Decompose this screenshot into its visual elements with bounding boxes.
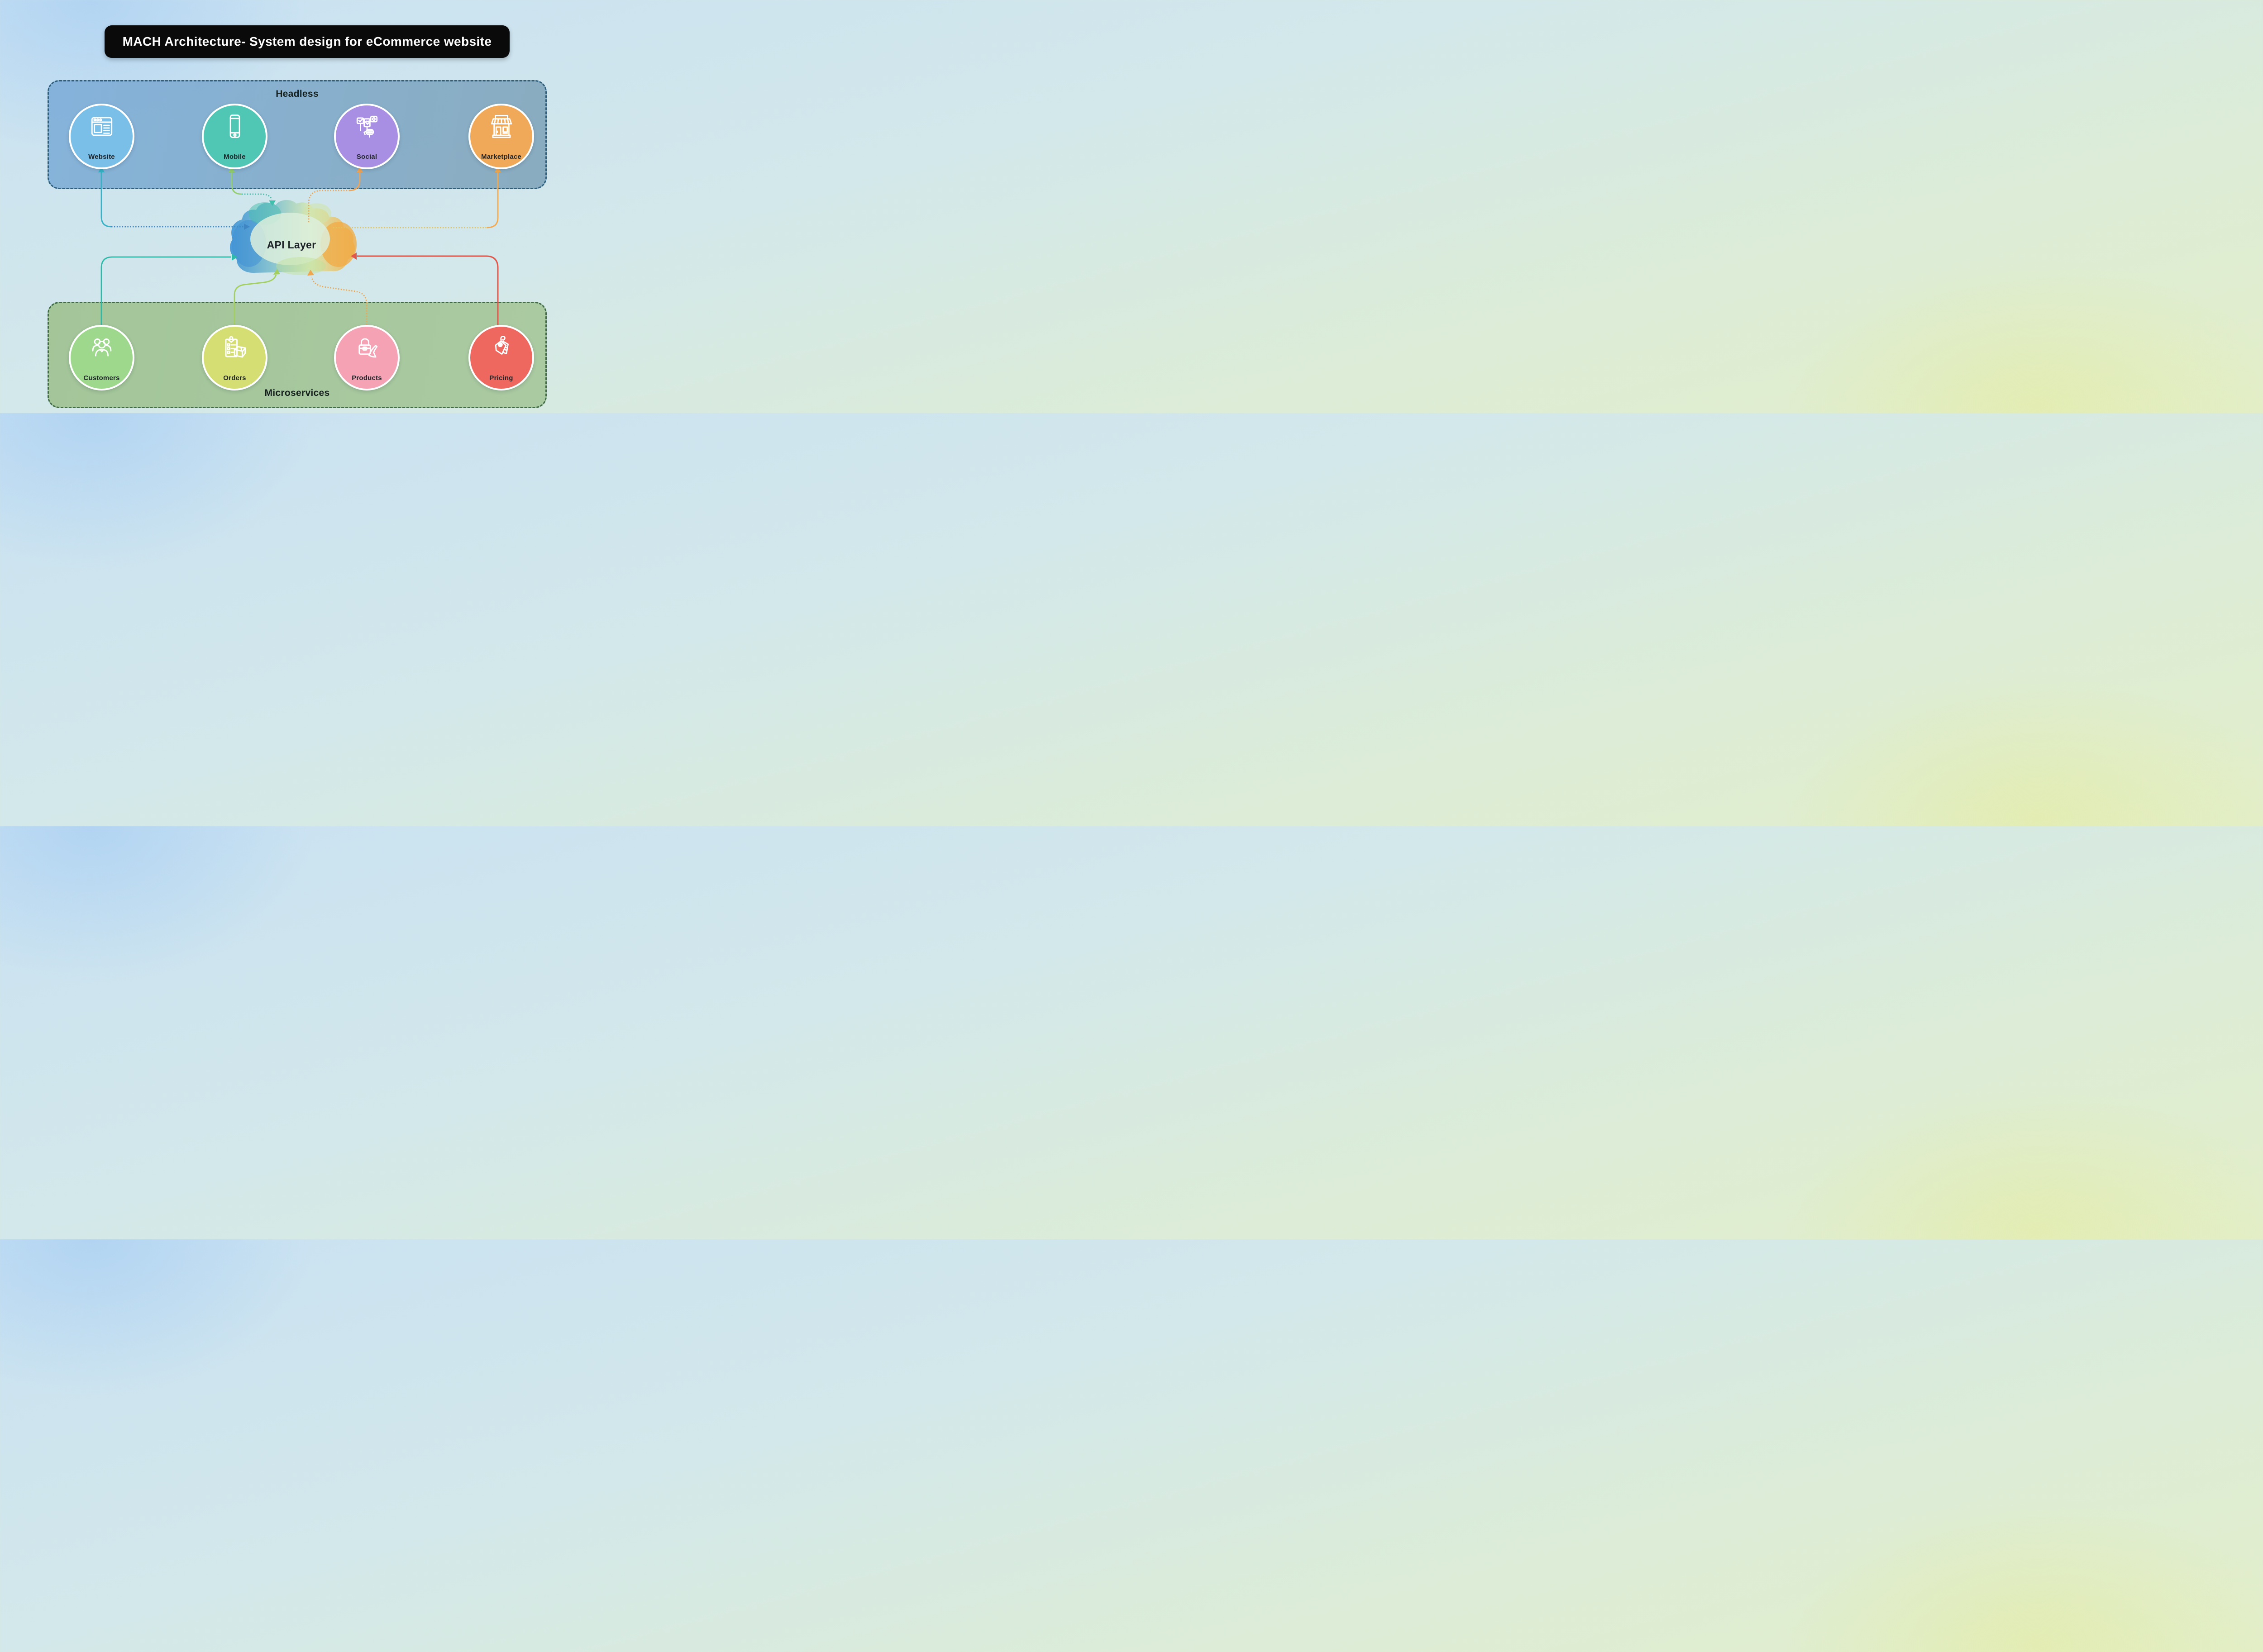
bag-heel-icon (358, 338, 377, 358)
connector-cloud-layer (98, 167, 501, 325)
node-customers: Customers (69, 325, 134, 390)
node-label: Social (356, 153, 377, 161)
node-mobile: Mobile (202, 104, 267, 169)
connector-social-api (308, 167, 363, 223)
node-label: Website (88, 153, 115, 161)
price-tags-icon (495, 336, 509, 355)
connector-orders-api (234, 269, 280, 325)
storefront-icon (491, 115, 512, 138)
diagram-canvas: MACH Architecture- System design for eCo… (0, 0, 608, 413)
node-label: Marketplace (481, 153, 521, 161)
headless-section-label: Headless (276, 89, 319, 99)
title-banner: MACH Architecture- System design for eCo… (105, 25, 510, 58)
connector-marketplace-api (333, 167, 501, 229)
node-label: Pricing (489, 374, 513, 382)
node-label: Mobile (224, 153, 246, 161)
node-products: Products (334, 325, 400, 390)
node-website: Website (69, 104, 134, 169)
connector-products-api (307, 270, 368, 325)
node-orders: Orders (202, 325, 267, 390)
social-hand-icon (356, 115, 377, 138)
connector-website-api (98, 167, 250, 230)
node-label: Customers (83, 374, 120, 382)
api-cloud (230, 200, 357, 275)
node-label: Orders (223, 374, 246, 382)
node-pricing: Pricing (468, 325, 534, 390)
connector-pricing-api (351, 252, 499, 325)
api-layer-label: API Layer (267, 239, 316, 251)
connector-mobile-api (229, 167, 276, 206)
node-marketplace: Marketplace (468, 104, 534, 169)
connector-customers-api (100, 254, 238, 325)
microservices-section-label: Microservices (264, 388, 330, 398)
clipboard-box-icon (225, 336, 246, 358)
browser-icon (91, 117, 112, 136)
page-title: MACH Architecture- System design for eCo… (122, 34, 492, 48)
smartphone-icon (229, 114, 240, 138)
node-label: Products (352, 374, 382, 382)
users-icon (92, 338, 111, 357)
node-social: Social (334, 104, 400, 169)
